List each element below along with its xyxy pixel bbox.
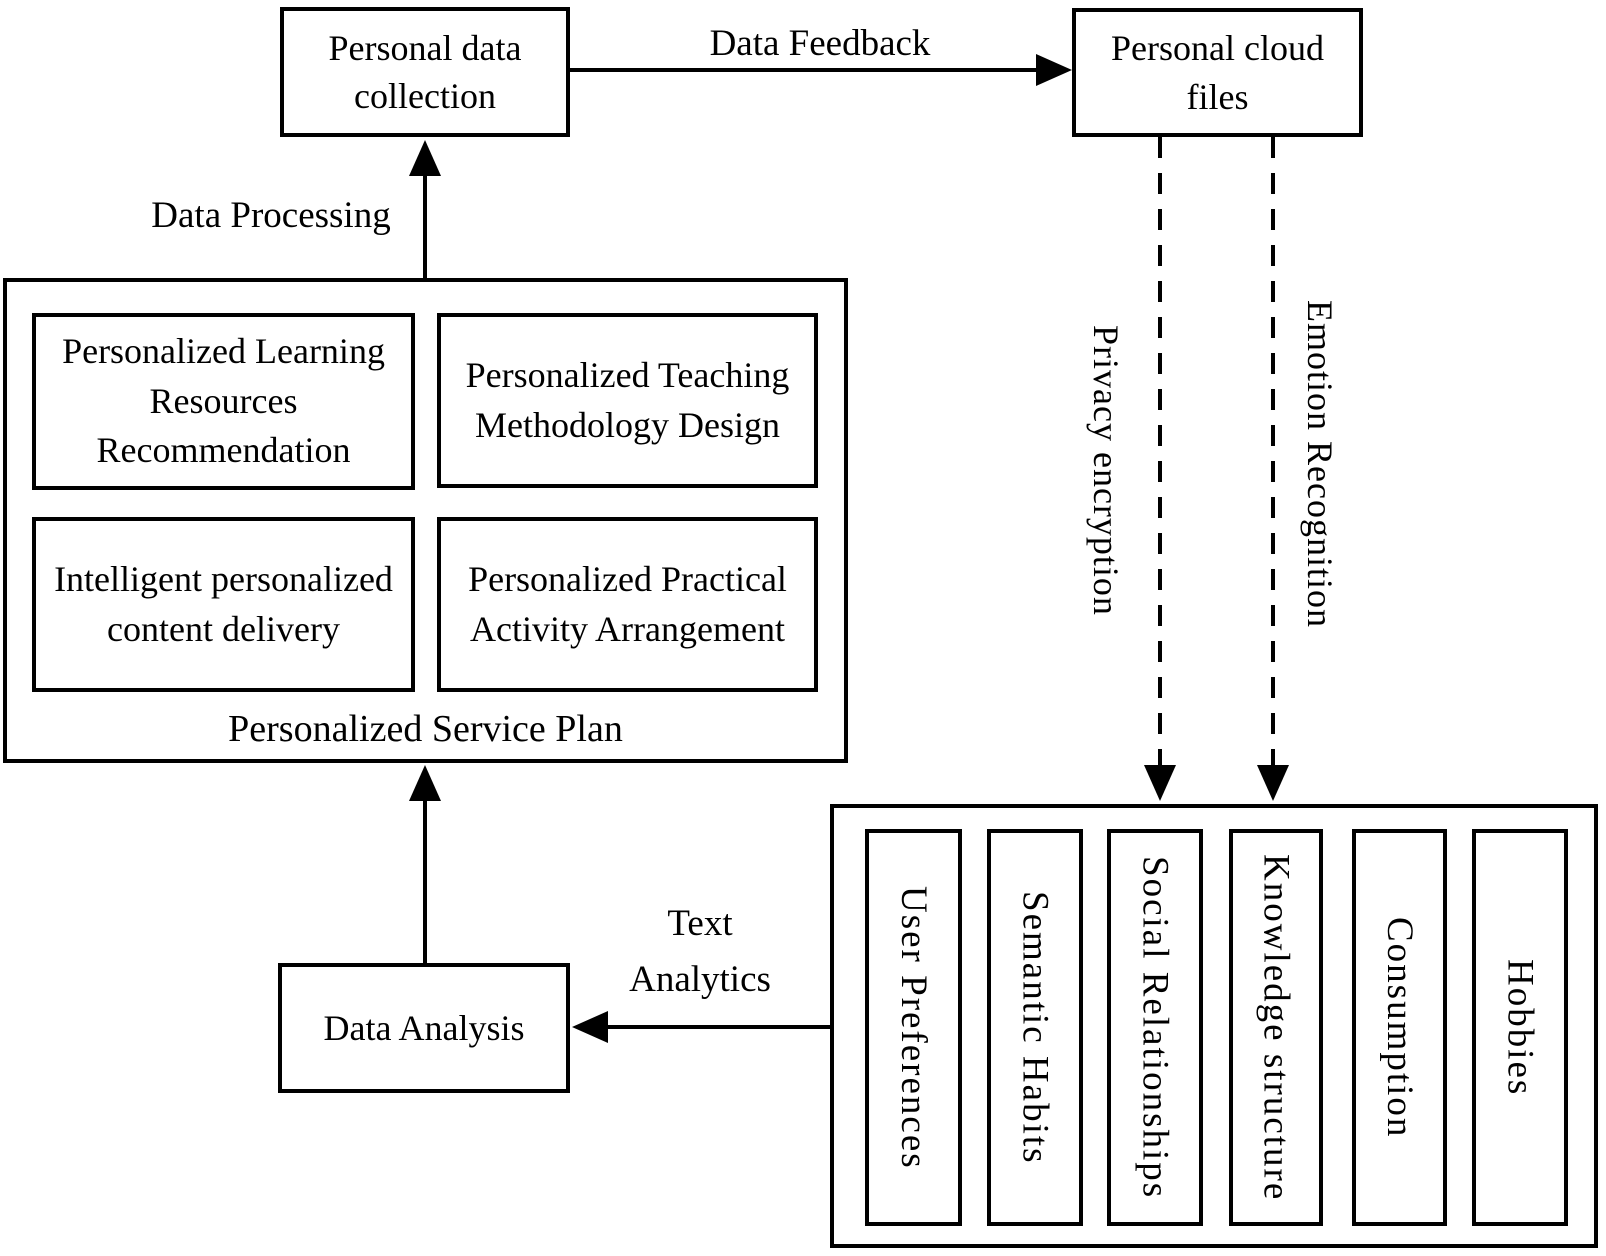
edge-label-emotion-recognition: Emotion Recognition xyxy=(1300,300,1340,628)
node-personal-cloud-files-label: Personal cloud files xyxy=(1111,28,1324,117)
profile-item-label: User Preferences xyxy=(893,885,934,1170)
profile-item-label: Semantic Habits xyxy=(1014,890,1056,1165)
profile-item-consumption: Consumption xyxy=(1352,829,1447,1226)
service-plan-item-teaching-methodology: Personalized Teaching Methodology Design xyxy=(437,313,818,488)
profile-item-semantic-habits: Semantic Habits xyxy=(987,829,1083,1226)
profile-store-container: User Preferences Semantic Habits Social … xyxy=(830,804,1598,1248)
service-plan-container: Personalized Learning Resources Recommen… xyxy=(3,278,848,763)
profile-item-label: Knowledge structure xyxy=(1255,853,1297,1202)
edge-label-privacy-encryption: Privacy encryption xyxy=(1086,324,1126,616)
service-plan-item-label: Personalized Teaching Methodology Design xyxy=(465,354,790,445)
service-plan-item-label: Personalized Learning Resources Recommen… xyxy=(62,330,385,471)
service-plan-item-content-delivery: Intelligent personalized content deliver… xyxy=(32,517,415,692)
profile-item-user-preferences: User Preferences xyxy=(865,829,962,1226)
arrow-analysis-to-plan xyxy=(409,765,441,963)
dashed-arrow-emotion-recognition xyxy=(1257,137,1289,801)
node-personal-data-collection: Personal data collection xyxy=(280,7,570,137)
edge-label-text-analytics: Text Analytics xyxy=(629,903,771,1000)
profile-item-social-relationships: Social Relationships xyxy=(1107,829,1203,1226)
arrow-text-analytics xyxy=(572,1011,830,1043)
profile-item-label: Consumption xyxy=(1379,916,1420,1139)
service-plan-item-label: Intelligent personalized content deliver… xyxy=(54,558,393,649)
node-personal-cloud-files: Personal cloud files xyxy=(1072,8,1363,137)
node-data-analysis-label: Data Analysis xyxy=(323,1007,525,1048)
profile-item-label: Hobbies xyxy=(1499,958,1541,1097)
edge-label-data-processing: Data Processing xyxy=(151,195,391,236)
service-plan-item-learning-resources: Personalized Learning Resources Recommen… xyxy=(32,313,415,490)
profile-item-label: Social Relationships xyxy=(1134,855,1176,1200)
arrow-data-processing xyxy=(409,140,441,278)
service-plan-item-label: Personalized Practical Activity Arrangem… xyxy=(468,558,787,649)
profile-item-knowledge-structure: Knowledge structure xyxy=(1229,829,1323,1226)
arrow-data-feedback xyxy=(570,54,1072,86)
node-data-analysis: Data Analysis xyxy=(278,963,570,1093)
service-plan-item-practical-activity: Personalized Practical Activity Arrangem… xyxy=(437,517,818,692)
edge-label-data-feedback: Data Feedback xyxy=(709,23,931,64)
node-personal-data-collection-label: Personal data collection xyxy=(328,27,522,116)
dashed-arrow-privacy-encryption xyxy=(1144,137,1176,801)
service-plan-caption: Personalized Service Plan xyxy=(228,708,623,750)
profile-item-hobbies: Hobbies xyxy=(1472,829,1568,1226)
